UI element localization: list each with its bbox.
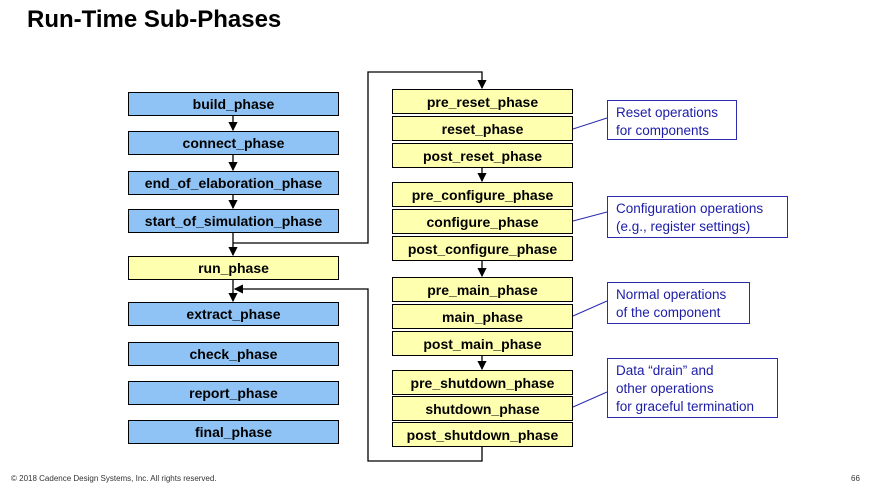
phase-box-post-reset: post_reset_phase — [392, 143, 573, 168]
phase-box-configure: configure_phase — [392, 209, 573, 234]
page-number: 66 — [851, 474, 860, 483]
connector-return-to-extract — [233, 284, 483, 462]
phase-box-post-shutdown: post_shutdown_phase — [392, 422, 573, 447]
note-line: (e.g., register settings) — [616, 219, 751, 234]
phase-box-pre-shutdown: pre_shutdown_phase — [392, 370, 573, 395]
note-pointer-configure — [572, 211, 608, 222]
note-line: Data “drain” and — [616, 363, 714, 378]
phase-box-pre-main: pre_main_phase — [392, 277, 573, 302]
note-line: Normal operations — [616, 287, 727, 302]
note-pointer-main — [572, 300, 608, 317]
note-pointer-reset — [572, 117, 608, 130]
phase-box-build: build_phase — [128, 92, 339, 116]
note-pointer-shutdown — [572, 391, 608, 408]
phase-box-extract: extract_phase — [128, 302, 339, 326]
phase-box-check: check_phase — [128, 342, 339, 366]
connector-to-runtime-phases — [233, 71, 487, 244]
note-configuration-operations: Configuration operations (e.g., register… — [607, 196, 788, 238]
phase-box-reset: reset_phase — [392, 116, 573, 141]
note-line: of the component — [616, 305, 721, 320]
copyright-footer: © 2018 Cadence Design Systems, Inc. All … — [11, 474, 217, 483]
phase-box-shutdown: shutdown_phase — [392, 396, 573, 421]
phase-box-pre-configure: pre_configure_phase — [392, 182, 573, 207]
phase-box-pre-reset: pre_reset_phase — [392, 89, 573, 114]
phase-box-connect: connect_phase — [128, 131, 339, 155]
note-line: for components — [616, 123, 710, 138]
note-line: for graceful termination — [616, 399, 755, 414]
phase-box-final: final_phase — [128, 420, 339, 444]
phase-box-end-of-elaboration: end_of_elaboration_phase — [128, 171, 339, 195]
note-line: Reset operations — [616, 105, 719, 120]
note-normal-operations: Normal operations of the component — [607, 282, 750, 324]
phase-box-run: run_phase — [128, 256, 339, 280]
note-data-drain: Data “drain” and other operations for gr… — [607, 358, 778, 418]
phase-box-post-configure: post_configure_phase — [392, 236, 573, 261]
phase-box-start-of-simulation: start_of_simulation_phase — [128, 209, 339, 233]
phase-box-main: main_phase — [392, 304, 573, 329]
note-reset-operations: Reset operations for components — [607, 100, 737, 140]
page-title: Run-Time Sub-Phases — [27, 6, 282, 33]
note-line: Configuration operations — [616, 201, 764, 216]
phase-box-report: report_phase — [128, 381, 339, 405]
phase-box-post-main: post_main_phase — [392, 331, 573, 356]
note-line: other operations — [616, 381, 714, 396]
